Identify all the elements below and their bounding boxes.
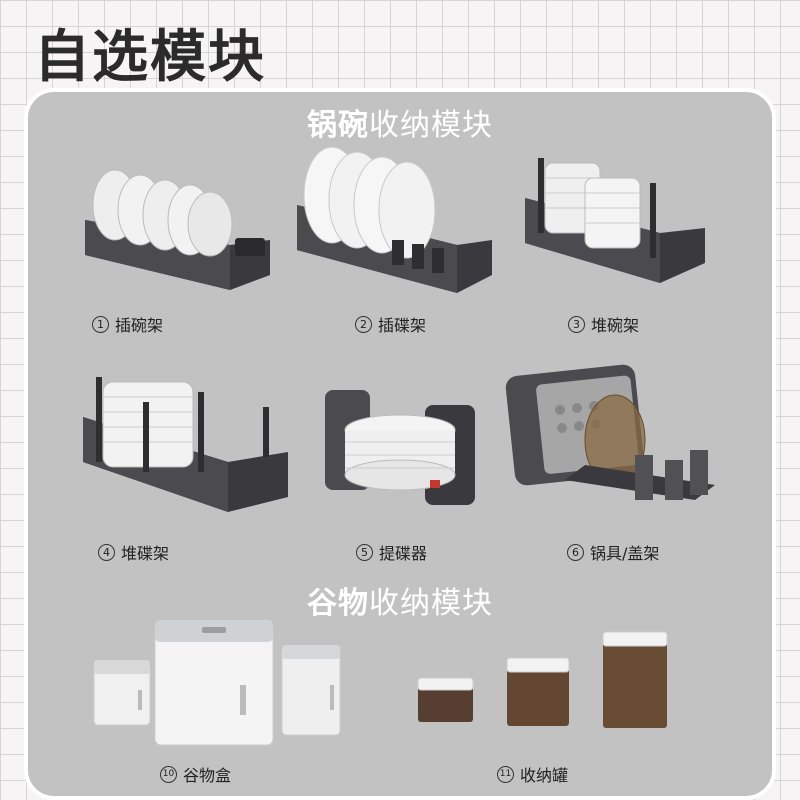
bowl-stack-rack-image[interactable] <box>520 158 710 293</box>
caption-bowl-stack-rack: 3 堆碗架 <box>568 312 639 336</box>
storage-jar-image[interactable] <box>415 628 675 733</box>
caption-bowl-rack: 1 插碗架 <box>92 312 163 336</box>
section-title-cookware: 锅碗收纳模块 <box>0 100 800 144</box>
item-label: 堆碟架 <box>121 544 170 563</box>
grain-box-icon <box>93 620 341 746</box>
caption-storage-jar: 11 收纳罐 <box>497 762 568 786</box>
plate-carrier-icon <box>325 390 475 505</box>
pot-lid-rack-icon <box>505 364 715 500</box>
item-label: 插碟架 <box>378 316 427 335</box>
plate-stack-rack-image[interactable] <box>78 372 298 517</box>
item-label: 插碗架 <box>115 316 164 335</box>
section-title-bold: 锅碗 <box>307 108 369 143</box>
section-title-rest: 收纳模块 <box>369 108 493 143</box>
caption-pot-lid-rack: 6 锅具/盖架 <box>567 540 659 564</box>
pot-lid-rack-image[interactable] <box>505 360 720 525</box>
section-title-bold: 谷物 <box>307 586 369 621</box>
item-number: 4 <box>98 543 115 561</box>
item-number: 2 <box>355 315 372 333</box>
plate-carrier-image[interactable] <box>320 380 480 510</box>
plate-rack-icon <box>297 146 492 293</box>
caption-plate-rack: 2 插碟架 <box>355 312 426 336</box>
bowl-rack-image[interactable] <box>80 160 275 300</box>
item-number: 1 <box>92 315 109 333</box>
caption-plate-carrier: 5 提碟器 <box>356 540 427 564</box>
storage-jar-icon <box>417 631 668 728</box>
page-title: 自选模块 <box>34 25 266 90</box>
item-number: 5 <box>356 543 373 561</box>
plate-rack-image[interactable] <box>292 145 502 300</box>
bowl-rack-icon <box>85 169 270 290</box>
item-label: 提碟器 <box>379 544 428 563</box>
item-label: 收纳罐 <box>520 766 569 785</box>
grain-box-image[interactable] <box>90 615 350 750</box>
item-number: 11 <box>497 765 514 783</box>
caption-plate-stack-rack: 4 堆碟架 <box>98 540 169 564</box>
section-title-rest: 收纳模块 <box>369 586 493 621</box>
section-title-grain: 谷物收纳模块 <box>0 578 800 622</box>
caption-grain-box: 10 谷物盒 <box>160 762 231 786</box>
item-label: 锅具/盖架 <box>590 544 660 563</box>
item-number: 3 <box>568 315 585 333</box>
item-label: 谷物盒 <box>183 766 232 785</box>
item-number: 10 <box>160 765 177 783</box>
bowl-stack-rack-icon <box>525 158 705 283</box>
item-label: 堆碗架 <box>591 316 640 335</box>
plate-stack-rack-icon <box>83 377 288 512</box>
item-number: 6 <box>567 543 584 561</box>
